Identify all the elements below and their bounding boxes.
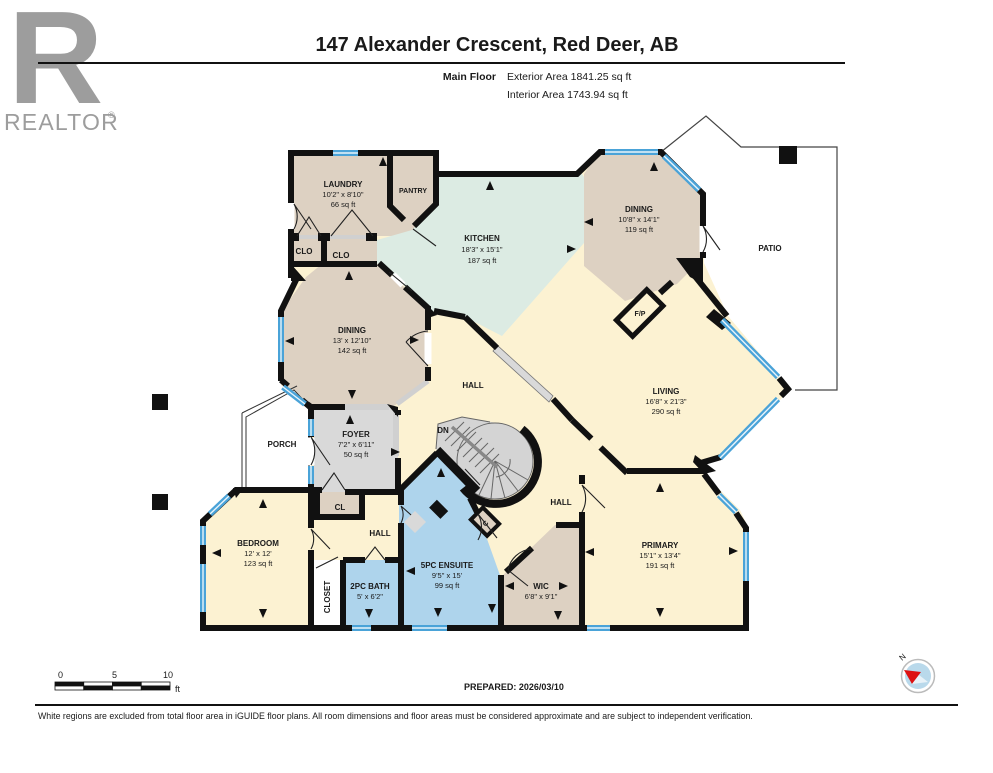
svg-text:ft: ft — [175, 684, 181, 694]
svg-text:99 sq ft: 99 sq ft — [435, 581, 461, 590]
svg-text:DINING: DINING — [625, 205, 653, 214]
svg-text:9'5" x 15': 9'5" x 15' — [432, 571, 463, 580]
svg-text:LIVING: LIVING — [653, 387, 680, 396]
svg-text:7'2" x 6'11": 7'2" x 6'11" — [338, 440, 375, 449]
svg-text:10'2" x 8'10": 10'2" x 8'10" — [322, 190, 363, 199]
svg-text:0: 0 — [58, 670, 63, 680]
svg-text:PANTRY: PANTRY — [399, 188, 427, 195]
svg-text:2PC BATH: 2PC BATH — [350, 582, 390, 591]
svg-text:®: ® — [108, 110, 115, 120]
svg-text:F/P: F/P — [635, 311, 646, 318]
svg-text:HALL: HALL — [462, 381, 483, 390]
svg-text:147 Alexander Crescent, Red De: 147 Alexander Crescent, Red Deer, AB — [315, 34, 678, 56]
svg-text:5: 5 — [112, 670, 117, 680]
svg-text:REALTOR: REALTOR — [4, 109, 119, 135]
svg-text:DN: DN — [437, 426, 449, 435]
svg-text:Main Floor: Main Floor — [443, 71, 496, 83]
svg-text:DINING: DINING — [338, 326, 366, 335]
svg-text:CLO: CLO — [333, 251, 350, 260]
svg-text:10: 10 — [163, 670, 173, 680]
svg-text:N: N — [898, 652, 908, 663]
svg-text:CL: CL — [335, 503, 346, 512]
svg-text:PREPARED: 2026/03/10: PREPARED: 2026/03/10 — [464, 682, 564, 692]
svg-text:5' x 6'2": 5' x 6'2" — [357, 592, 383, 601]
svg-text:123 sq ft: 123 sq ft — [244, 559, 274, 568]
svg-text:12' x 12': 12' x 12' — [244, 549, 272, 558]
svg-text:LAUNDRY: LAUNDRY — [324, 180, 363, 189]
svg-text:15'1" x 13'4": 15'1" x 13'4" — [639, 551, 680, 560]
svg-text:6'8" x 9'1": 6'8" x 9'1" — [525, 592, 558, 601]
svg-text:WIC: WIC — [533, 582, 549, 591]
svg-text:290 sq ft: 290 sq ft — [652, 407, 682, 416]
svg-text:66 sq ft: 66 sq ft — [331, 200, 357, 209]
svg-text:PRIMARY: PRIMARY — [642, 541, 679, 550]
svg-text:191 sq ft: 191 sq ft — [646, 561, 676, 570]
svg-text:White regions are excluded fro: White regions are excluded from total fl… — [38, 711, 753, 721]
svg-text:C: C — [482, 520, 491, 529]
svg-text:142 sq ft: 142 sq ft — [338, 346, 368, 355]
svg-text:10'8" x 14'1": 10'8" x 14'1" — [618, 215, 659, 224]
svg-text:HALL: HALL — [550, 498, 571, 507]
svg-text:13' x 12'10": 13' x 12'10" — [333, 336, 372, 345]
svg-text:Exterior Area 1841.25 sq ft: Exterior Area 1841.25 sq ft — [507, 71, 631, 83]
svg-text:119 sq ft: 119 sq ft — [625, 225, 654, 234]
svg-text:PATIO: PATIO — [758, 244, 781, 253]
svg-text:50 sq ft: 50 sq ft — [344, 450, 370, 459]
svg-text:KITCHEN: KITCHEN — [464, 234, 500, 243]
svg-text:HALL: HALL — [369, 529, 390, 538]
svg-text:18'3" x 15'1": 18'3" x 15'1" — [461, 245, 502, 254]
svg-text:CLO: CLO — [296, 247, 313, 256]
svg-text:FOYER: FOYER — [342, 430, 370, 439]
svg-text:5PC ENSUITE: 5PC ENSUITE — [421, 561, 474, 570]
svg-text:Interior Area 1743.94 sq ft: Interior Area 1743.94 sq ft — [507, 89, 628, 101]
svg-text:R: R — [8, 0, 103, 131]
svg-text:BEDROOM: BEDROOM — [237, 539, 279, 548]
svg-text:CLOSET: CLOSET — [323, 581, 332, 614]
svg-text:187 sq ft: 187 sq ft — [468, 256, 498, 265]
svg-text:PORCH: PORCH — [268, 440, 297, 449]
svg-text:16'8" x 21'3": 16'8" x 21'3" — [645, 397, 686, 406]
